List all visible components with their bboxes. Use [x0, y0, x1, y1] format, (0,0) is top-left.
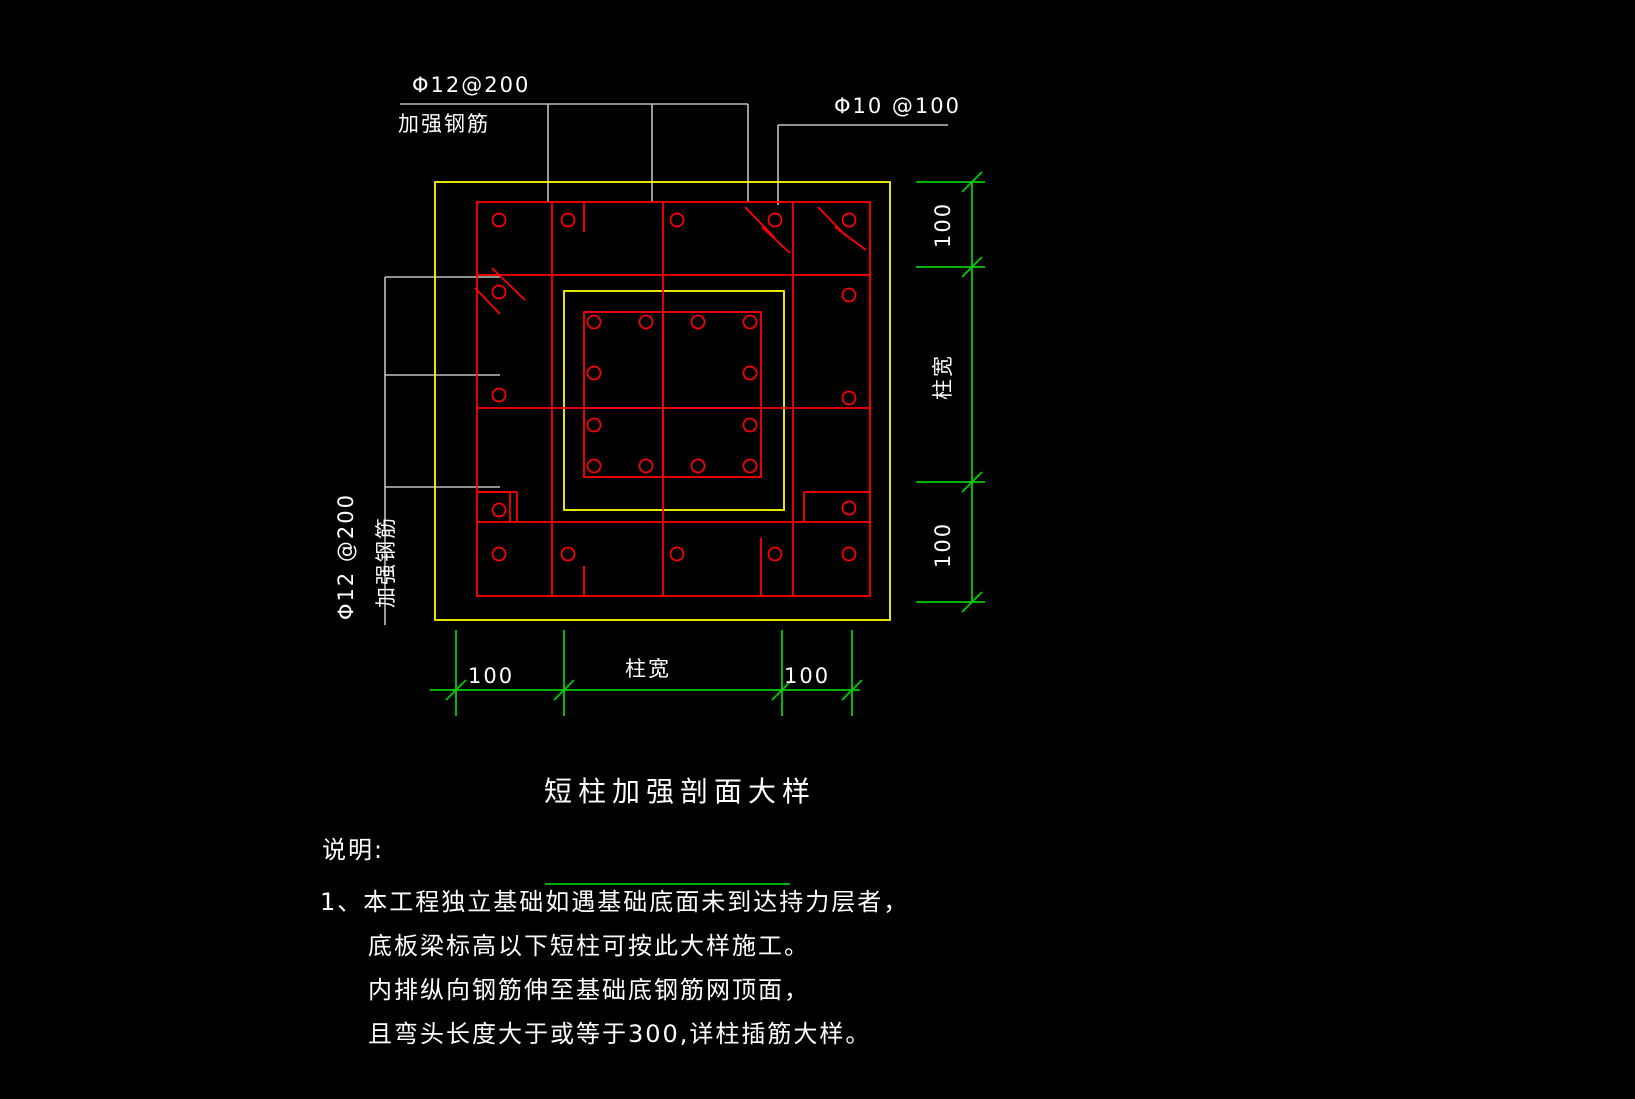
hatch-mark-tr-4 [834, 226, 867, 251]
concrete-outline-group [434, 181, 891, 621]
rebar-dot [491, 284, 507, 300]
notes-line: 1、本工程独立基础如遇基础底面未到达持力层者， [320, 888, 909, 916]
rebar-dot-inner [586, 458, 602, 474]
dim-tick-right-2 [961, 256, 983, 278]
hatch-mark-tl-2 [474, 287, 501, 315]
rebar-dot [491, 212, 507, 228]
dim-bottom-center-label: 柱宽 [625, 657, 671, 681]
dimension-lines-group [430, 171, 985, 885]
rebar-dot-inner [638, 314, 654, 330]
annotation-left-spec: Φ12 @200 [334, 493, 358, 620]
rebar-dot-inner [742, 458, 758, 474]
hatch-mark-tl-1 [491, 267, 526, 301]
rebar-dot-inner [586, 314, 602, 330]
rebar-dot [669, 212, 685, 228]
dim-tick-bottom-3 [771, 679, 793, 701]
rebar-dot [841, 500, 857, 516]
rebar-dot [491, 546, 507, 562]
dim-tick-bottom-1 [445, 679, 467, 701]
rebar-dot [767, 546, 783, 562]
dim-bottom-right-value: 100 [784, 664, 830, 688]
rebar-dot [560, 212, 576, 228]
rebar-dot-inner [742, 365, 758, 381]
rebar-dot [841, 546, 857, 562]
annotation-top-left-spec: Φ12@200 [412, 73, 530, 97]
rebar-dot-inner [742, 314, 758, 330]
rebar-group [474, 201, 871, 597]
notes-line: 且弯头长度大于或等于300,详柱插筋大样。 [368, 1020, 871, 1048]
inner-column-outline [563, 290, 785, 511]
rebar-dot [841, 212, 857, 228]
rebar-dot-inner [586, 365, 602, 381]
notes-heading: 说明: [322, 836, 384, 864]
hatch-mark-tr-1 [744, 206, 776, 239]
rebar-dot-inner [638, 458, 654, 474]
rebar-dot [669, 546, 685, 562]
notes-line: 底板梁标高以下短柱可按此大样施工。 [368, 932, 810, 960]
rebar-dot-inner [586, 417, 602, 433]
inner-stirrup-rect [583, 311, 762, 478]
annotation-left-desc: 加强钢筋 [374, 516, 398, 608]
dim-right-center-label: 柱宽 [931, 354, 955, 400]
outer-stirrup-rect [476, 201, 871, 597]
annotation-top-right-spec: Φ10 @100 [834, 94, 961, 118]
hatch-mark-tr-2 [761, 226, 791, 254]
rebar-dot-inner [690, 458, 706, 474]
rebar-dot [491, 387, 507, 403]
rebar-dot [767, 212, 783, 228]
drawing-title: 短柱加强剖面大样 [544, 775, 816, 808]
rebar-dot [491, 502, 507, 518]
dim-tick-bottom-4 [841, 679, 863, 701]
dim-bottom-left-value: 100 [468, 664, 514, 688]
dim-tick-bottom-2 [553, 679, 575, 701]
dim-tick-right-3 [961, 471, 983, 493]
outer-concrete-outline [434, 181, 891, 621]
dim-tick-right-1 [961, 171, 983, 193]
rebar-bar-dots-group [491, 212, 857, 562]
rebar-dot-inner [690, 314, 706, 330]
dim-right-bottom-value: 100 [931, 522, 955, 568]
rebar-dot-inner [742, 417, 758, 433]
annotation-top-left-desc: 加强钢筋 [398, 112, 490, 136]
dim-right-top-value: 100 [931, 202, 955, 248]
leader-lines-group [384, 103, 948, 625]
dim-tick-right-4 [961, 591, 983, 613]
notes-line: 内排纵向钢筋伸至基础底钢筋网顶面， [368, 976, 810, 1004]
rebar-dot [560, 546, 576, 562]
rebar-dot [841, 287, 857, 303]
rebar-dot [841, 390, 857, 406]
